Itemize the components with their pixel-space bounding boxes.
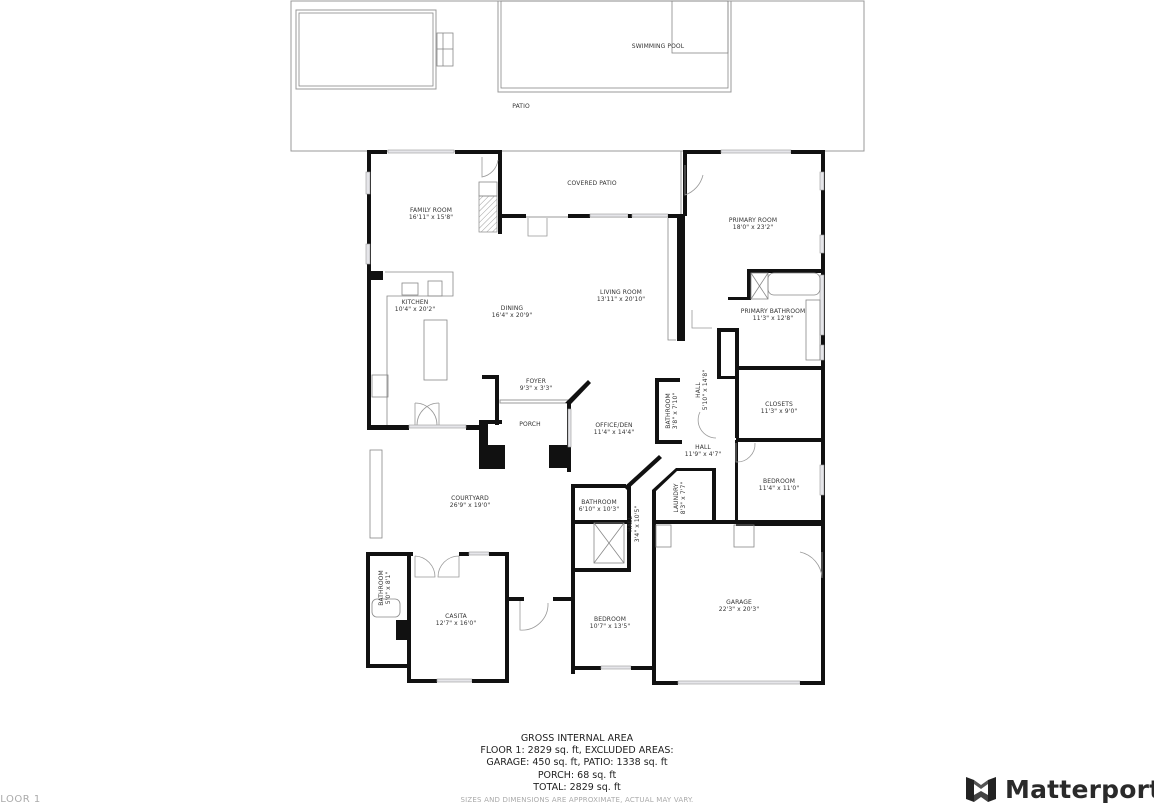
room-casita-name: CASITA xyxy=(445,613,468,620)
room-hall-2-name: HALL xyxy=(695,444,711,451)
room-family-room-dims: 16'11" x 15'8" xyxy=(409,214,453,221)
matterport-logo-icon xyxy=(966,777,996,802)
area-summary: GROSS INTERNAL AREA FLOOR 1: 2829 sq. ft… xyxy=(0,733,1154,794)
room-swimming-pool-name: SWIMMING POOL xyxy=(632,43,685,50)
room-bathroom-2-name: BATHROOM xyxy=(581,499,617,506)
room-closets-name: CLOSETS xyxy=(765,401,793,408)
patio-area xyxy=(290,0,865,152)
room-bedroom-2-dims: 10'7" x 13'5" xyxy=(590,623,631,630)
room-laundry-name: LAUNDRY xyxy=(673,483,680,512)
room-office-den-name: OFFICE/DEN xyxy=(595,422,632,429)
room-hall-3-name: HALL xyxy=(627,516,634,532)
room-bedroom-2-name: BEDROOM xyxy=(594,616,626,623)
room-office-den-dims: 11'4" x 14'4" xyxy=(594,429,635,436)
summary-porch: PORCH: 68 sq. ft xyxy=(537,769,617,781)
room-living-room-name: LIVING ROOM xyxy=(600,289,642,296)
summary-total: TOTAL: 2829 sq. ft xyxy=(533,781,621,793)
room-hall-2-dims: 11'9" x 4'7" xyxy=(685,451,722,458)
room-porch-name: PORCH xyxy=(519,421,540,428)
room-bathroom-3-name: BATHROOM xyxy=(378,570,385,606)
room-hall-3-dims: 3'4" x 10'5" xyxy=(634,506,641,543)
room-hall-1-name: HALL xyxy=(695,382,702,398)
room-bathroom-1-dims: 3'8" x 7'10" xyxy=(672,393,679,430)
room-primary-room-name: PRIMARY ROOM xyxy=(729,217,777,224)
disclaimer-text: SIZES AND DIMENSIONS ARE APPROXIMATE, AC… xyxy=(460,796,694,804)
room-covered-patio-name: COVERED PATIO xyxy=(567,180,617,187)
brand-logo: Matterport xyxy=(965,772,1154,806)
room-garage-name: GARAGE xyxy=(726,599,752,606)
room-foyer-dims: 9'3" x 3'3" xyxy=(520,385,553,392)
room-primary-bathroom-dims: 11'3" x 12'8" xyxy=(753,315,794,322)
room-closets-dims: 11'3" x 9'0" xyxy=(761,408,798,415)
room-dining-name: DINING xyxy=(501,305,524,312)
walls xyxy=(365,149,825,685)
room-bedroom-1-dims: 11'4" x 11'0" xyxy=(759,485,800,492)
room-casita-dims: 12'7" x 16'0" xyxy=(436,620,477,627)
room-primary-bathroom-name: PRIMARY BATHROOM xyxy=(741,308,806,315)
brand-name: Matterport xyxy=(1005,774,1154,804)
room-dining-dims: 16'4" x 20'9" xyxy=(492,312,533,319)
room-bathroom-3-dims: 5'0" x 8'1" xyxy=(385,572,392,605)
room-bathroom-1-name: BATHROOM xyxy=(665,393,672,429)
floor-label: FLOOR 1 xyxy=(0,794,41,805)
room-patio-name: PATIO xyxy=(512,103,530,110)
room-family-room-name: FAMILY ROOM xyxy=(410,207,452,214)
room-living-room-dims: 13'11" x 20'10" xyxy=(597,296,645,303)
room-courtyard-name: COURTYARD xyxy=(451,495,489,502)
room-garage-dims: 22'3" x 20'3" xyxy=(719,606,760,613)
summary-excluded: GARAGE: 450 sq. ft, PATIO: 1338 sq. ft xyxy=(486,757,668,769)
summary-title: GROSS INTERNAL AREA xyxy=(520,733,634,744)
room-labels: SWIMMING POOL PATIO COVERED PATIO FAMILY… xyxy=(378,43,805,630)
summary-floor: FLOOR 1: 2829 sq. ft, EXCLUDED AREAS: xyxy=(480,745,674,757)
room-laundry-dims: 8'3" x 7'7" xyxy=(680,482,687,515)
room-bedroom-1-name: BEDROOM xyxy=(763,478,795,485)
room-primary-room-dims: 18'0" x 23'2" xyxy=(733,224,774,231)
fixtures xyxy=(369,157,823,631)
room-courtyard-dims: 26'9" x 19'0" xyxy=(450,502,491,509)
room-kitchen-name: KITCHEN xyxy=(402,299,429,306)
room-bathroom-2-dims: 6'10" x 10'3" xyxy=(579,506,620,513)
room-kitchen-dims: 10'4" x 20'2" xyxy=(395,306,436,313)
room-hall-1-dims: 5'10" x 14'8" xyxy=(702,370,709,411)
room-foyer-name: FOYER xyxy=(526,378,546,385)
